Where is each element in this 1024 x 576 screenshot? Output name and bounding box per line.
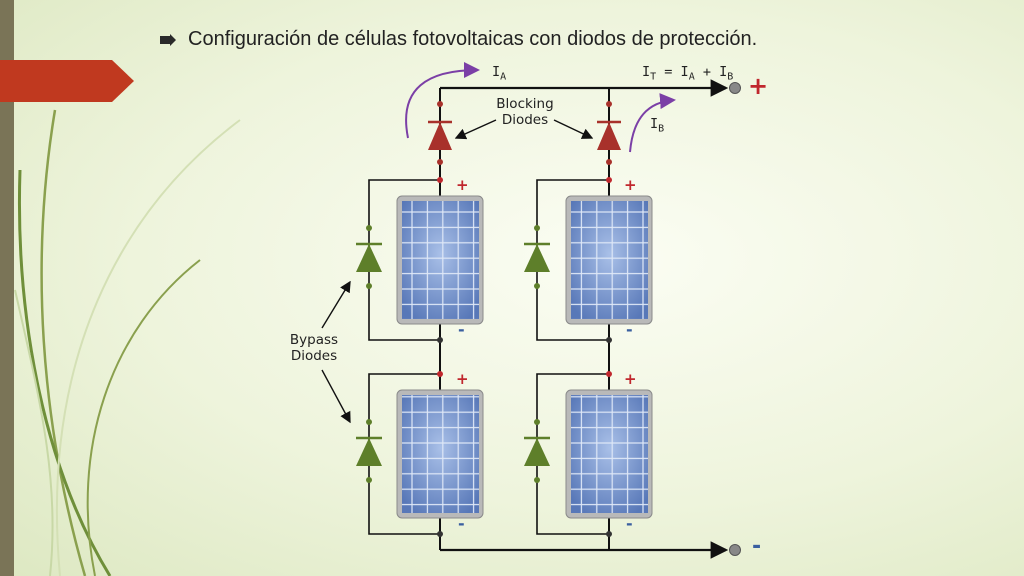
pv-circuit-diagram: Blocking Diodes Bypass Diodes IA IB IT =…	[258, 58, 778, 568]
bypass-diode-left-top	[356, 225, 382, 289]
panel-plus-right-top: +	[624, 176, 637, 194]
bypass-diode-left-bottom	[356, 419, 382, 483]
panel-minus-left-bottom: -	[458, 514, 465, 533]
bypass-diode-right-bottom	[524, 419, 550, 483]
solar-panel-right-top	[565, 195, 653, 325]
slide-title-row: Configuración de células fotovoltaicas c…	[160, 28, 757, 51]
panel-plus-right-bottom: +	[624, 370, 637, 388]
bypass-diode-right-top	[524, 225, 550, 289]
panel-plus-left-top: +	[456, 176, 469, 194]
current-b-label: IB	[650, 116, 665, 135]
solar-panel-right-bottom	[565, 389, 653, 519]
circuit-drawing	[321, 62, 741, 559]
panel-minus-right-bottom: -	[626, 514, 633, 533]
panel-plus-left-bottom: +	[456, 370, 469, 388]
positive-terminal-label: +	[748, 72, 769, 100]
blocking-diodes-label: Blocking Diodes	[496, 96, 554, 128]
bypass-diodes-label: Bypass Diodes	[289, 332, 339, 364]
slide-title: Configuración de células fotovoltaicas c…	[188, 28, 758, 50]
blocking-diode-left	[428, 101, 452, 165]
current-a-label: IA	[492, 64, 507, 83]
solar-panel-left-top	[396, 195, 484, 325]
blocking-diode-right	[597, 101, 621, 165]
sidebar-bar	[0, 0, 14, 576]
title-marker-tab	[0, 60, 134, 102]
decorative-curves	[14, 109, 241, 576]
current-arrow-a	[405, 62, 480, 139]
solar-panel-left-bottom	[396, 389, 484, 519]
panel-minus-right-top: -	[626, 320, 633, 339]
current-arrow-b	[629, 93, 676, 153]
arrow-bullet-icon	[160, 33, 176, 46]
total-current-label: IT = IA + IB	[642, 64, 734, 83]
panel-minus-left-top: -	[458, 320, 465, 339]
negative-terminal-label: -	[752, 534, 762, 559]
